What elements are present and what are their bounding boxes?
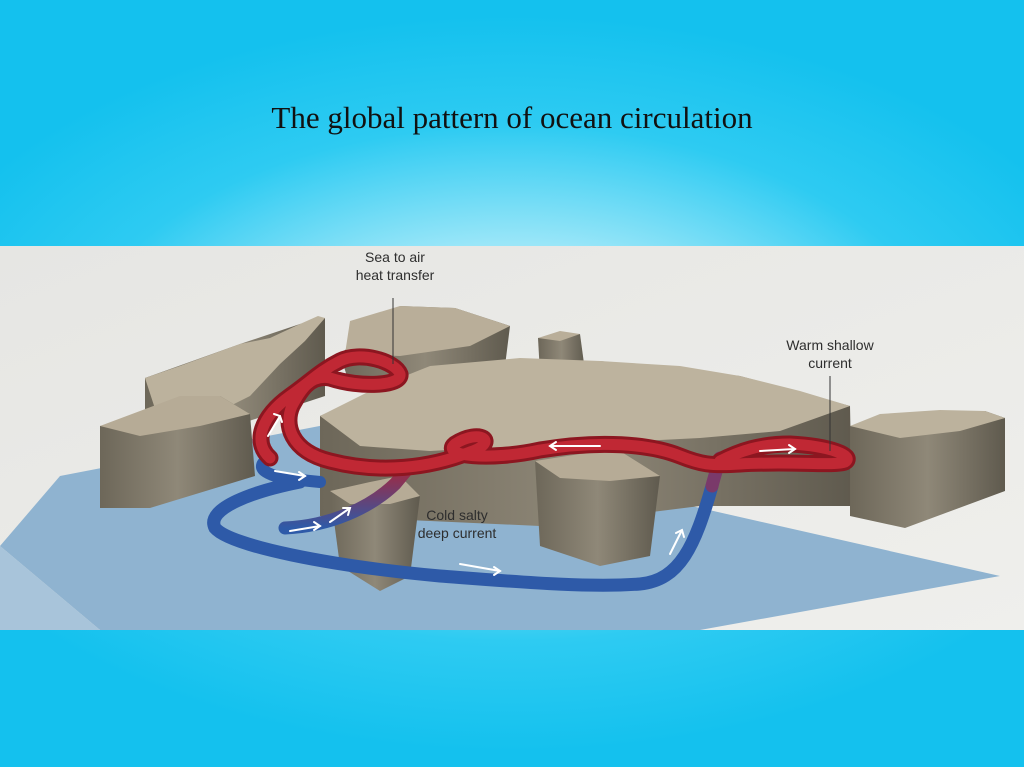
ocean-circulation-diagram: Sea to air heat transfer Warm shallow cu… <box>0 246 1024 630</box>
arrow-icon <box>267 415 281 437</box>
slide-title: The global pattern of ocean circulation <box>271 100 753 135</box>
arrow-icon <box>459 563 501 572</box>
arrow-head-icon <box>342 507 352 516</box>
arrow-head-icon <box>548 441 557 451</box>
flow-arrows <box>267 413 797 576</box>
arrow-head-icon <box>675 528 685 538</box>
arrow-icon <box>329 507 351 523</box>
arrow-head-icon <box>788 444 797 454</box>
arrow-icon <box>759 448 796 452</box>
label-cold-salty-deep-current: Cold salty deep current <box>417 507 497 541</box>
warm-shallow-current <box>252 348 856 477</box>
arrow-head-icon <box>493 566 502 576</box>
arrow-head-icon <box>298 471 307 481</box>
arrow-head-icon <box>313 521 322 531</box>
arrow-icon <box>669 529 683 555</box>
arrow-head-icon <box>273 413 283 423</box>
label-warm-shallow-current: Warm shallow current <box>786 337 874 371</box>
australia-landmass <box>850 410 1005 528</box>
arrow-icon <box>274 470 306 477</box>
diagram-illustration <box>0 246 1024 630</box>
label-sea-to-air-heat-transfer: Sea to air heat transfer <box>355 249 435 283</box>
arrow-icon <box>289 525 321 532</box>
